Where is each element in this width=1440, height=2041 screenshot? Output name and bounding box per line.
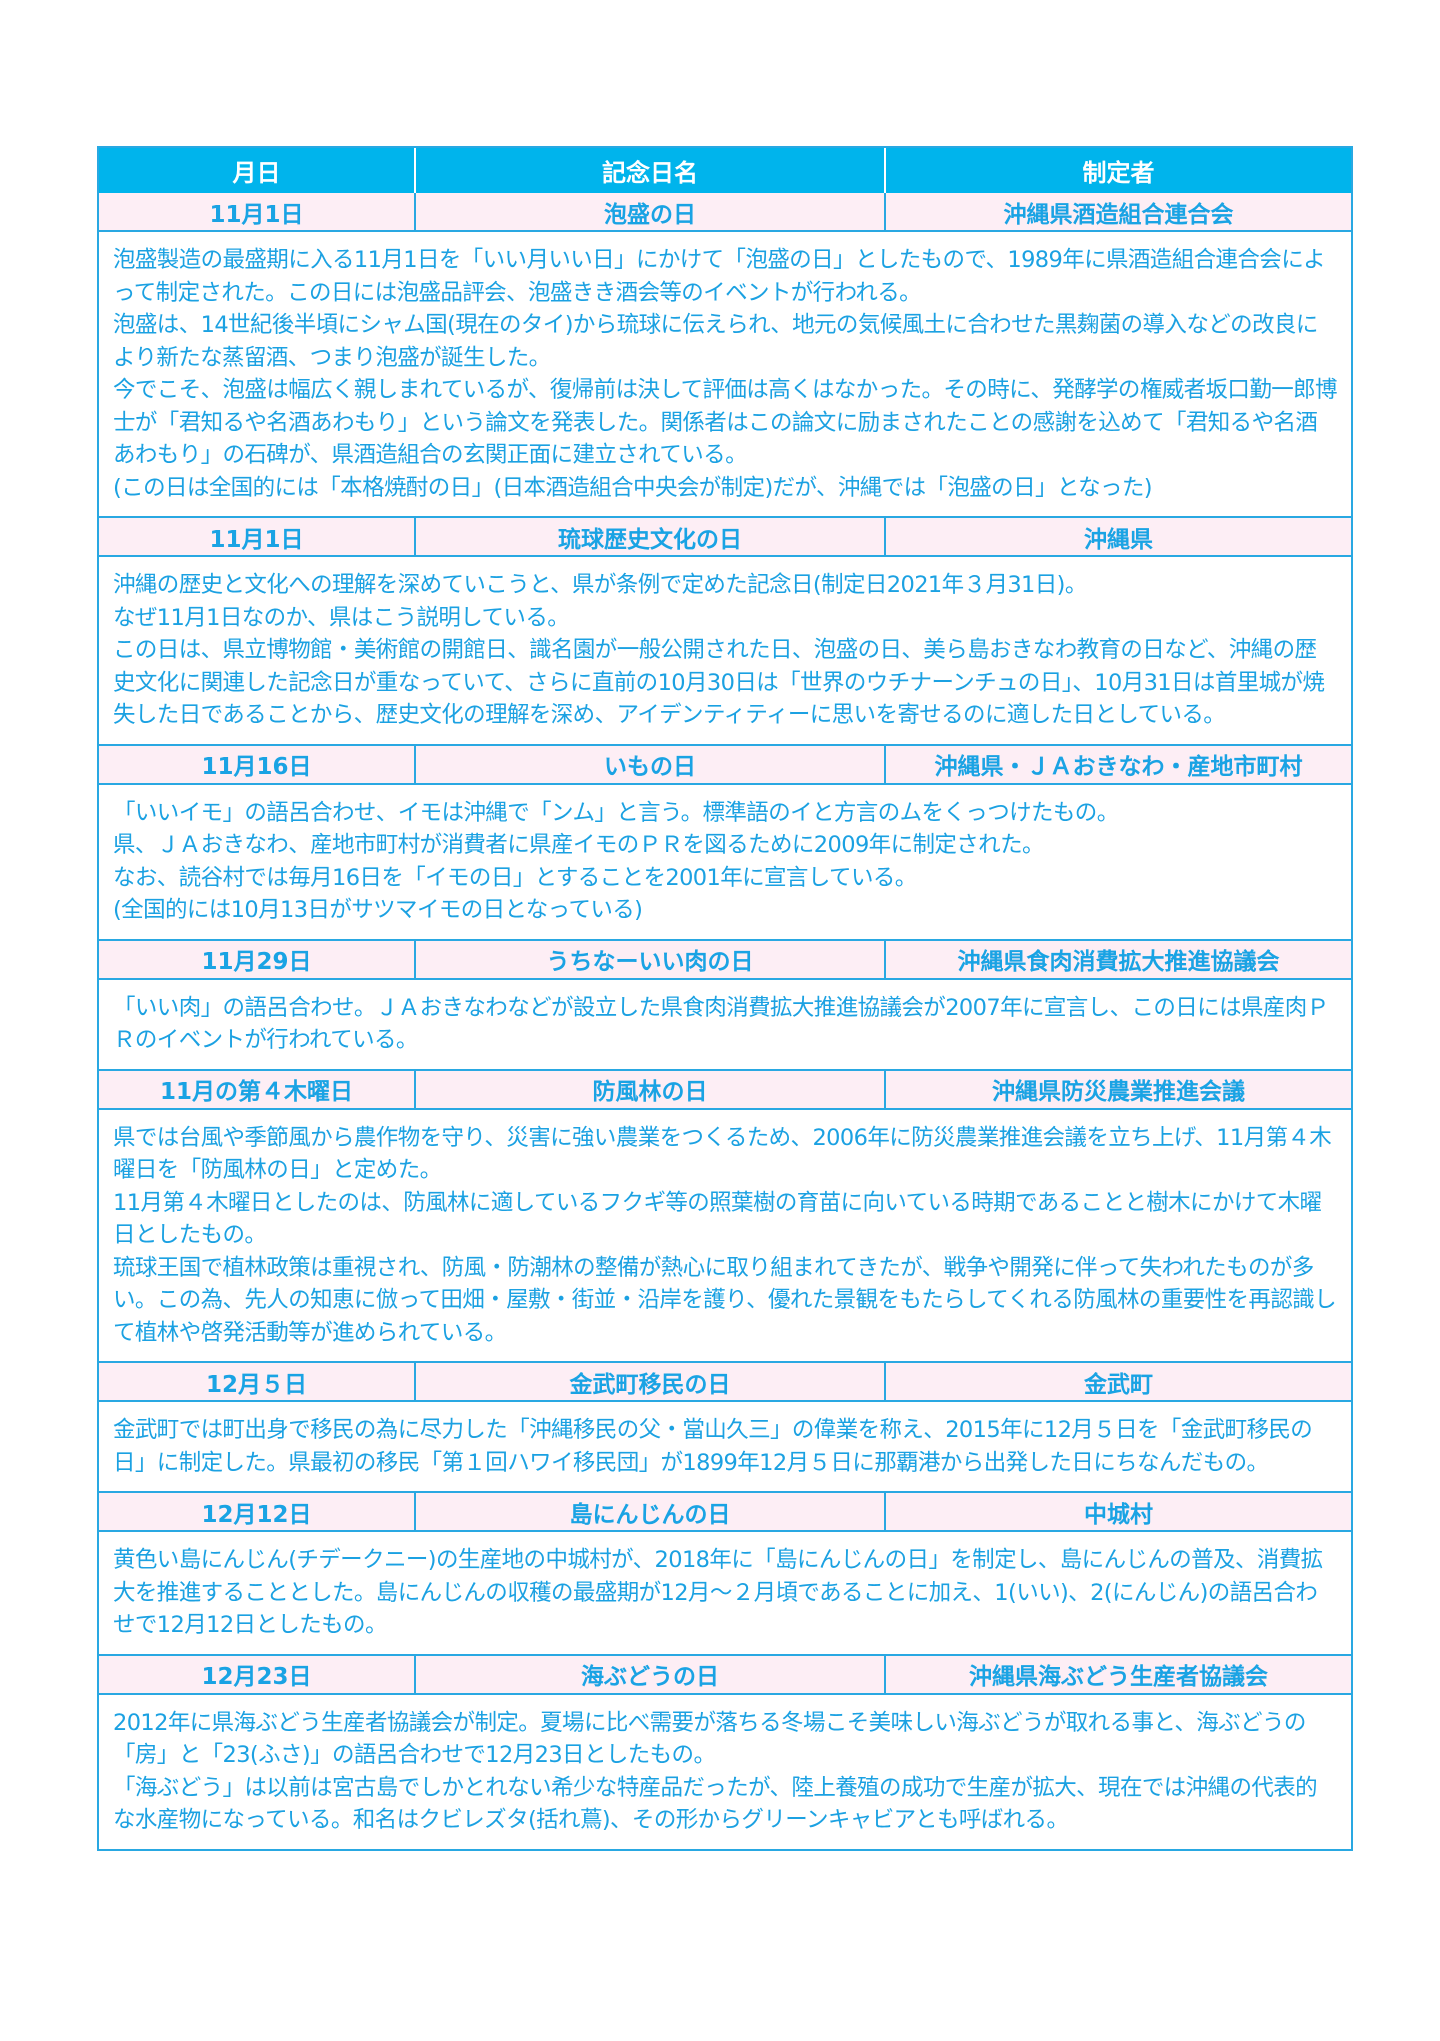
description-paragraph: (この日は全国的には「本格焼酎の日」(日本酒造組合中央会が制定)だが、沖縄では「… [113,474,1153,501]
header-name: 記念日名 [416,148,886,193]
row-maker: 沖縄県海ぶどう生産者協議会 [969,1664,1268,1690]
description-paragraph: 2012年に県海ぶどう生産者協議会が制定。夏場に比べ需要が落ちる冬場こそ美味しい… [113,1709,1306,1769]
table-rows: 11月1日泡盛の日沖縄県酒造組合連合会泡盛製造の最盛期に入る11月1日を「いい月… [99,193,1351,1849]
row-maker: 沖縄県酒造組合連合会 [1003,201,1234,228]
row-name: 海ぶどうの日 [416,1655,886,1693]
table-row-header: 11月16日いもの日 沖縄県・ＪＡおきなわ・産地市町村 [99,743,1351,785]
header-date: 月日 [99,148,416,193]
description-paragraph: 泡盛製造の最盛期に入る11月1日を「いい月いい日」にかけて「泡盛の日」としたもの… [113,247,1326,306]
row-date: 12月12日 [99,1493,416,1530]
row-date: 11月1日 [99,193,416,230]
description-paragraph: 今でこそ、泡盛は幅広く親しまれているが、復帰前は決して評価は高くはなかった。その… [113,377,1338,468]
description-paragraph: 「いいイモ」の語呂合わせ、イモは沖縄で「ンム」と言う。標準語のイと方言のムをくっ… [113,799,1119,826]
row-description: 「いいイモ」の語呂合わせ、イモは沖縄で「ンム」と言う。標準語のイと方言のムをくっ… [99,785,1351,939]
row-maker: 中城村 [1084,1501,1153,1528]
description-paragraph: 金武町では町出身で移民の為に尽力した「沖縄移民の父・當山久三」の偉業を称え、20… [113,1417,1313,1476]
row-description: 金武町では町出身で移民の為に尽力した「沖縄移民の父・當山久三」の偉業を称え、20… [99,1402,1351,1491]
row-date: 12月５日 [99,1363,416,1400]
description-paragraph: 「いい肉」の語呂合わせ。ＪＡおきなわなどが設立した県食肉消費拡大推進協議会が20… [113,994,1329,1054]
row-maker: 金武町 [1084,1371,1153,1398]
table-row-header: 12月23日海ぶどうの日 沖縄県海ぶどう生産者協議会 [99,1653,1351,1695]
description-paragraph: 琉球王国で植林政策は重視され、防風・防潮林の整備が熱心に取り組まれてきたが、戦争… [113,1254,1337,1346]
row-maker: 沖縄県 [1084,526,1153,553]
description-paragraph: この日は、県立博物館・美術館の開館日、識名園が一般公開された日、泡盛の日、美ら島… [113,637,1325,728]
row-name: 防風林の日 [416,1070,886,1108]
row-date: 11月29日 [99,940,416,978]
table-header: 月日 記念日名 制定者 [99,148,1351,193]
row-name: いもの日 [416,745,886,783]
description-paragraph: なお、読谷村では毎月16日を「イモの日」とすることを2001年に宣言している。 [113,864,917,891]
row-maker: 沖縄県食肉消費拡大推進協議会 [957,949,1280,975]
description-paragraph: 11月第４木曜日としたのは、防風林に適しているフクギ等の照葉樹の育苗に向いている… [113,1189,1322,1249]
row-name: 金武町移民の日 [416,1363,886,1400]
row-date: 11月16日 [99,745,416,783]
row-description: 沖縄の歴史と文化への理解を深めていこうと、県が条例で定めた記念日(制定日2021… [99,557,1351,744]
table-row-header: 12月12日島にんじんの日 中城村 [99,1491,1351,1532]
row-name: 島にんじんの日 [416,1493,886,1530]
row-name: 泡盛の日 [416,193,886,230]
description-paragraph: 「海ぶどう」は以前は宮古島でしかとれない希少な特産品だったが、陸上養殖の成功で生… [113,1774,1318,1834]
description-paragraph: 沖縄の歴史と文化への理解を深めていこうと、県が条例で定めた記念日(制定日2021… [113,572,1087,598]
row-description: 「いい肉」の語呂合わせ。ＪＡおきなわなどが設立した県食肉消費拡大推進協議会が20… [99,980,1351,1069]
description-paragraph: 泡盛は、14世紀後半頃にシャム国(現在のタイ)から琉球に伝えられ、地元の気候風土… [113,312,1318,371]
description-paragraph: 県では台風や季節風から農作物を守り、災害に強い農業をつくるため、2006年に防災… [113,1124,1332,1184]
description-paragraph: なぜ11月1日なのか、県はこう説明している。 [113,604,570,631]
row-name: 琉球歴史文化の日 [416,518,886,555]
row-description: 黄色い島にんじん(チデークニー)の生産地の中城村が、2018年に「島にんじんの日… [99,1532,1351,1654]
row-date: 11月の第４木曜日 [99,1070,416,1108]
table-row-header: 11月の第４木曜日防風林の日 沖縄県防災農業推進会議 [99,1068,1351,1110]
table-row-header: 11月29日うちなーいい肉の日 沖縄県食肉消費拡大推進協議会 [99,938,1351,980]
table-row-header: 12月５日金武町移民の日 金武町 [99,1361,1351,1402]
table-row-header: 11月1日泡盛の日 沖縄県酒造組合連合会 [99,193,1351,232]
row-maker: 沖縄県・ＪＡおきなわ・産地市町村 [934,754,1303,780]
row-description: 2012年に県海ぶどう生産者協議会が制定。夏場に比べ需要が落ちる冬場こそ美味しい… [99,1695,1351,1849]
description-paragraph: 県、ＪＡおきなわ、産地市町村が消費者に県産イモのＰＲを図るために2009年に制定… [113,832,1044,858]
row-date: 12月23日 [99,1655,416,1693]
row-description: 県では台風や季節風から農作物を守り、災害に強い農業をつくるため、2006年に防災… [99,1110,1351,1362]
row-date: 11月1日 [99,518,416,555]
memorial-days-table: 月日 記念日名 制定者 11月1日泡盛の日沖縄県酒造組合連合会泡盛製造の最盛期に… [97,146,1353,1851]
table-row-header: 11月1日琉球歴史文化の日 沖縄県 [99,516,1351,557]
header-maker: 制定者 [1082,159,1155,187]
row-name: うちなーいい肉の日 [416,940,886,978]
row-maker: 沖縄県防災農業推進会議 [992,1079,1245,1105]
description-paragraph: (全国的には10月13日がサツマイモの日となっている) [113,897,643,923]
row-description: 泡盛製造の最盛期に入る11月1日を「いい月いい日」にかけて「泡盛の日」としたもの… [99,232,1351,516]
description-paragraph: 黄色い島にんじん(チデークニー)の生産地の中城村が、2018年に「島にんじんの日… [113,1547,1323,1638]
